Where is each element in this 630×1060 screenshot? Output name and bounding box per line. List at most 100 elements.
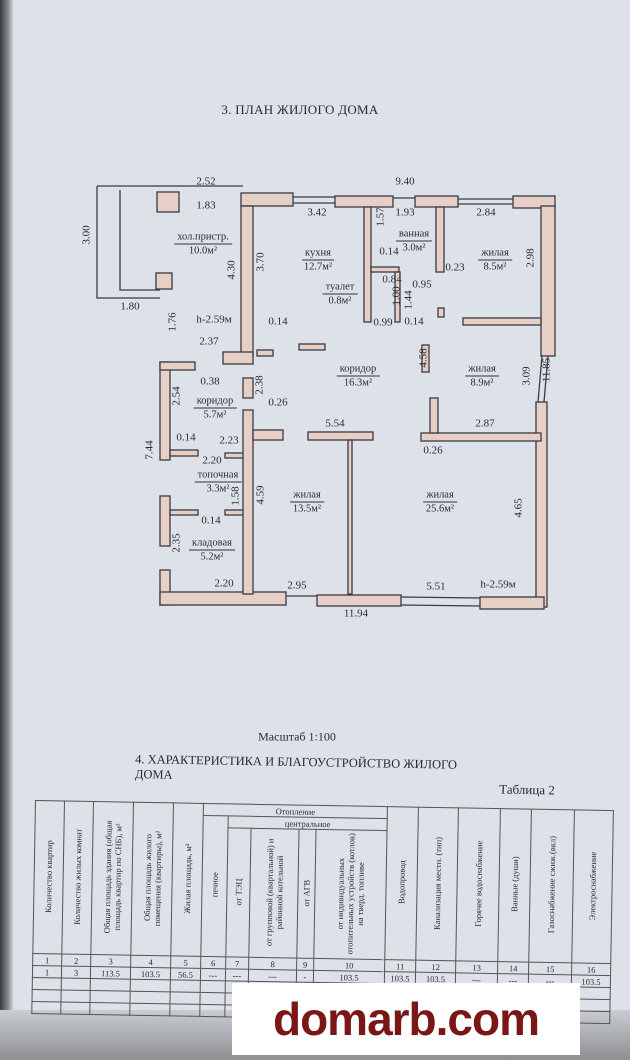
table-header-cell: Общая площадь жилого помещения (квартиры… (130, 802, 174, 956)
table-header-text: печное (209, 872, 220, 898)
wall (156, 191, 180, 213)
wall (240, 205, 254, 357)
dim-label: 1.58 (229, 486, 242, 506)
wall (252, 429, 284, 441)
dim-label: 1.00 (390, 286, 403, 306)
ceiling-height: h-2.59м (480, 578, 516, 591)
table-cell: 11 (384, 959, 416, 973)
section-title: 4. ХАРАКТЕРИСТИКА И БЛАГОУСТРОЙСТВО ЖИЛО… (134, 752, 458, 782)
table-cell (129, 991, 171, 1004)
wall (429, 397, 439, 434)
table-cell: 12 (415, 960, 456, 973)
dim-label: 0.38 (200, 375, 220, 388)
wall (169, 449, 199, 457)
table-header-cell: от ТЭЦ (225, 827, 252, 958)
dim-label: 0.26 (268, 396, 288, 409)
page-title: 3. ПЛАН ЖИЛОГО ДОМА (221, 102, 379, 117)
dim-label: 7.44 (143, 440, 156, 460)
wall (159, 495, 171, 547)
annex-outline (96, 185, 243, 299)
dim-label: 0.23 (445, 261, 465, 274)
table-cell (60, 989, 91, 1003)
dim-label: 2.54 (170, 386, 183, 406)
dim-label: 2.23 (219, 434, 239, 447)
table-cell (90, 978, 131, 992)
table-cell (200, 980, 226, 993)
dim-label: 9.40 (395, 175, 415, 188)
room-cold-annex: хол.пристр.10.0м² (174, 231, 232, 258)
table-header-text: от индивидуальных отопительных устройств… (334, 832, 366, 955)
table-header-cell: от индивидуальных отопительных устройств… (313, 829, 388, 960)
table-cell: 56.5 (170, 967, 201, 981)
wall (224, 452, 246, 459)
table-cell: 5 (170, 955, 201, 969)
wall (370, 266, 400, 273)
dim-label: 0.14 (268, 315, 288, 328)
dim-label: 3.70 (254, 252, 267, 272)
watermark: domarb.com (232, 983, 580, 1055)
table-header-cell: Жилая площадь, м² (170, 802, 204, 957)
table-header-cell: Количество квартир (32, 800, 65, 954)
dim-label: 3.42 (307, 206, 327, 219)
wall (334, 195, 394, 208)
table-cell (169, 1003, 200, 1017)
dim-label: 4.30 (225, 260, 238, 280)
table-cell (129, 1003, 170, 1016)
table-header-text: Количество квартир (43, 839, 55, 913)
wall (394, 271, 401, 323)
table-header-text: Общая площадь жилого помещения (квартиры… (141, 830, 163, 926)
table-cell: 1 (32, 953, 62, 966)
table-header-cell: Электроснабжение (571, 809, 614, 964)
dim-label: 2.38 (253, 375, 266, 395)
wall (316, 594, 402, 607)
wall (421, 344, 430, 373)
dim-label: 1.57 (374, 207, 387, 227)
table-cell: 4 (130, 955, 171, 968)
table-header-text: Электроснабжение (587, 851, 599, 921)
dim-label: 1.93 (395, 206, 415, 219)
dim-label: 1.83 (196, 199, 216, 212)
dim-label: 2.35 (170, 533, 183, 553)
dim-label: 0.84 (382, 273, 402, 286)
table-cell (31, 989, 62, 1002)
dim-label: 1.44 (402, 290, 415, 310)
dim-label: 2.20 (214, 577, 234, 590)
table-cell: 3 (90, 954, 131, 968)
wall (479, 596, 545, 610)
dim-label: 2.52 (196, 175, 216, 188)
table-cell: 14 (497, 961, 529, 975)
table-cell (89, 990, 131, 1004)
table-cell: 113.5 (90, 966, 131, 980)
wall (242, 377, 254, 399)
dim-label: 2.84 (476, 206, 496, 219)
table-cell: --- (200, 968, 226, 981)
table-header-text: Газоснабжение сжиж.(вкл) (545, 836, 558, 934)
table-cell: 1 (32, 965, 62, 978)
table-header-text: Горячее водоснабжение (472, 840, 484, 927)
table-header-text: Канализация местн. (тип) (431, 836, 443, 930)
dim-label: 0.99 (373, 316, 393, 329)
table-header-cell: печное (200, 815, 229, 957)
wall (540, 205, 556, 357)
table-cell (169, 991, 201, 1005)
table-cell (199, 992, 226, 1005)
table-header-text: от ТЭЦ (233, 878, 244, 906)
table-cell: 7 (225, 956, 249, 970)
table-header-text: от групповой (квартальной) и районной ко… (262, 838, 285, 946)
dim-label: 4.58 (417, 348, 430, 368)
dim-label: 0.14 (176, 431, 196, 444)
table-header-cell: Ванные (души) (497, 808, 532, 963)
dim-label: 4.65 (512, 498, 525, 518)
dim-label: 1.80 (120, 300, 140, 313)
table-header-cell: Горячее водоснабжение (455, 807, 501, 962)
wall (155, 272, 173, 290)
dim-label: 0.26 (423, 444, 443, 457)
dim-label: 3.09 (520, 366, 533, 386)
wall (462, 317, 542, 326)
wall (347, 439, 353, 595)
